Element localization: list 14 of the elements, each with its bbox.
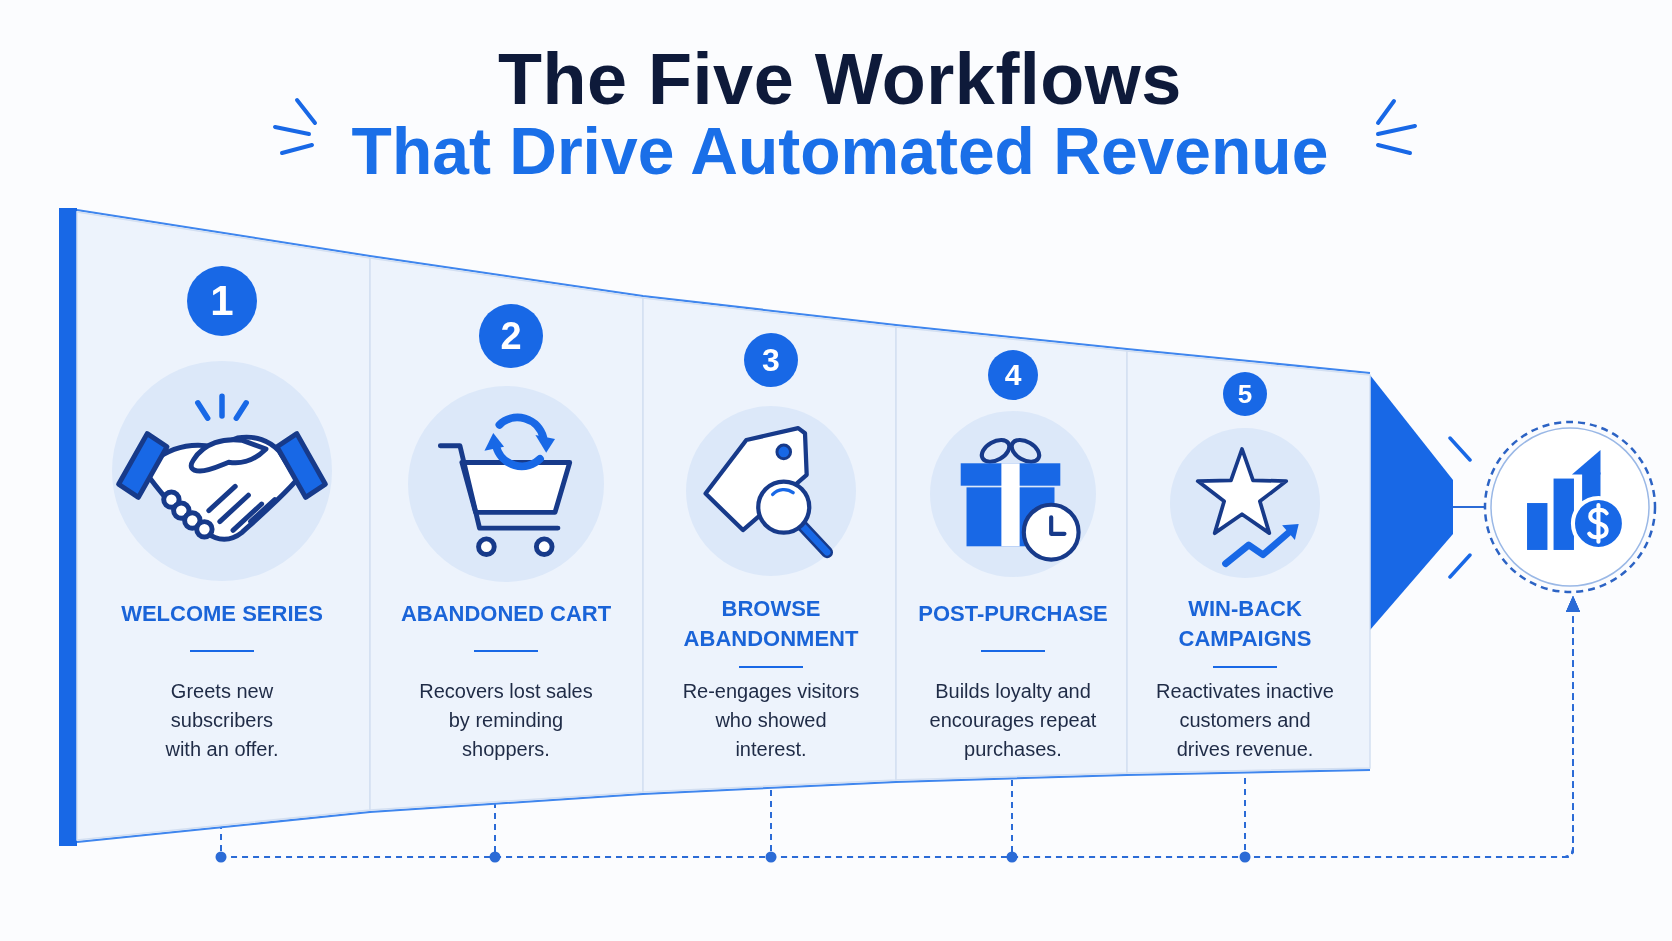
- stage-heading: BROWSE ABANDONMENT: [683, 595, 859, 653]
- connector-line: [1452, 506, 1487, 508]
- stage-heading: ABANDONED CART: [400, 600, 612, 628]
- stage-description: Builds loyalty and encourages repeat purchases.: [929, 679, 1097, 762]
- stage-heading: POST-PURCHASE: [918, 600, 1108, 628]
- stage-description: Greets new subscribers with an offer.: [165, 679, 279, 762]
- title: The Five Workflows: [498, 43, 1182, 115]
- stage-description: Recovers lost sales by reminding shoppers.: [419, 679, 593, 762]
- dashed-arrow: [1244, 596, 1580, 858]
- stage-heading: WELCOME SERIES: [121, 600, 323, 628]
- stage-description: Reactivates inactive customers and drives revenue.: [1156, 679, 1334, 762]
- stage-heading: WIN-BACK CAMPAIGNS: [1178, 595, 1312, 653]
- stage-description: Re-engages visitors who showed interest.: [682, 679, 860, 762]
- subtitle: That Drive Automated Revenue: [351, 118, 1329, 184]
